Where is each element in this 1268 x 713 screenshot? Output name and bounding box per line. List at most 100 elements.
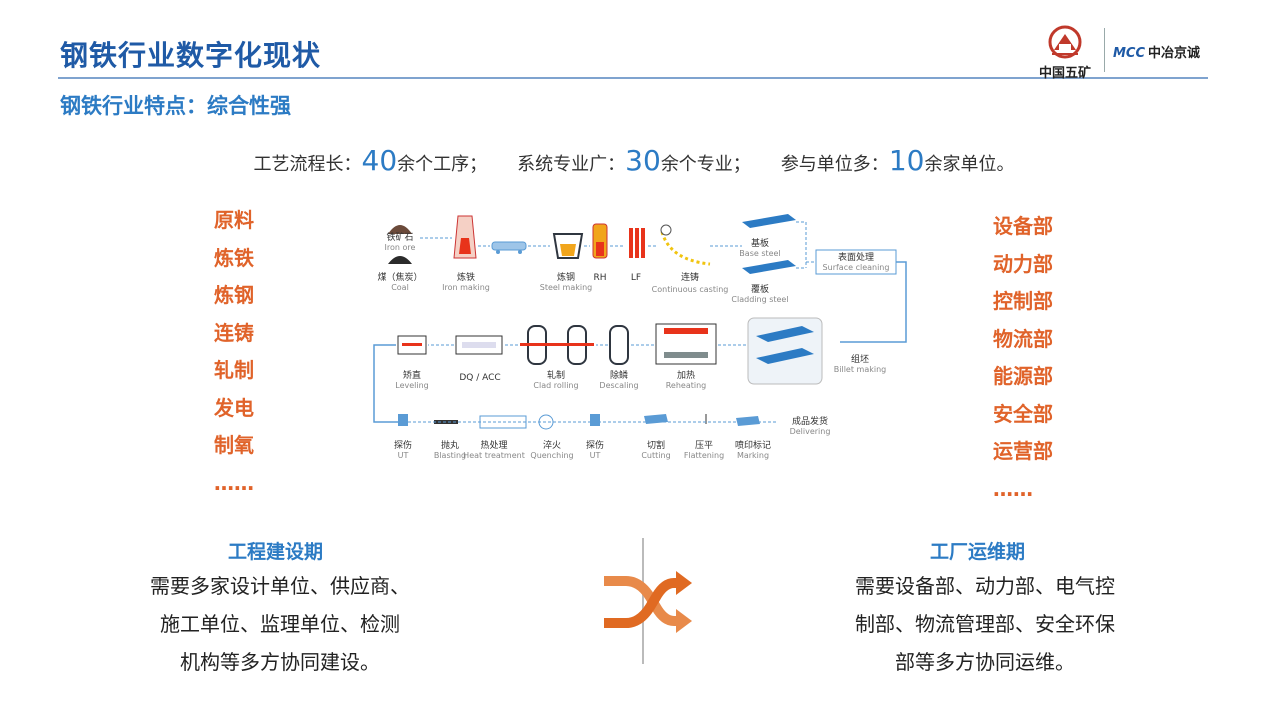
diagram-sublabel: Billet making xyxy=(834,365,886,374)
stat-label: 参与单位多： xyxy=(780,154,889,175)
list-item: 动力部 xyxy=(993,251,1053,276)
diagram-label: RH xyxy=(593,273,606,283)
stat-number: 30 xyxy=(625,144,661,177)
diagram-label: 轧制 xyxy=(547,369,565,381)
diagram-sublabel: Iron making xyxy=(442,283,490,292)
diagram-label: 加热 xyxy=(677,369,695,381)
diagram-label: 基板 xyxy=(751,237,769,249)
iron-ore-pile-icon xyxy=(388,225,412,234)
stat-label: 系统专业广： xyxy=(517,154,626,175)
diagram-label: 覆板 xyxy=(751,283,769,295)
diagram-label: 淬火 xyxy=(543,439,561,451)
text-line: 需要多家设计单位、供应商、 xyxy=(150,574,410,598)
diagram-sublabel: Delivering xyxy=(790,427,831,436)
diagram-sublabel: Heat treatment xyxy=(463,451,525,460)
title-underline xyxy=(58,77,1208,79)
diagram-label: 除鳞 xyxy=(610,369,628,381)
page-title: 钢铁行业数字化现状 xyxy=(60,39,322,72)
diagram-sublabel: Blasting xyxy=(434,451,466,460)
list-item: 运营部 xyxy=(993,439,1053,463)
minmetals-name: 中国五矿 xyxy=(1038,66,1091,81)
diagram-label: 成品发货 xyxy=(792,415,828,427)
diagram-sublabel: Flattening xyxy=(684,451,724,460)
diagram-sublabel: Continuous casting xyxy=(652,285,729,294)
list-item: 物流部 xyxy=(993,326,1053,351)
shuffle-arrows-icon xyxy=(604,571,692,633)
department-list: 设备部 动力部 控制部 物流部 能源部 安全部 运营部 …… xyxy=(993,208,1053,508)
stat-label: 工艺流程长： xyxy=(253,154,362,175)
diagram-label: 探伤 xyxy=(394,439,412,451)
list-item: …… xyxy=(214,470,254,495)
continuous-caster-icon xyxy=(660,224,711,266)
flow-arrows-row1 xyxy=(420,221,816,269)
stat-number: 40 xyxy=(361,144,398,177)
diagram-label: 喷印标记 xyxy=(735,439,771,451)
rolling-mill-icon xyxy=(520,325,594,365)
list-item: 能源部 xyxy=(993,364,1053,388)
diagram-sublabel: UT xyxy=(398,451,409,460)
leveler-icon xyxy=(397,335,427,355)
logo-divider xyxy=(1104,28,1105,72)
diagram-label: DQ / ACC xyxy=(459,373,500,383)
flow-connector-right xyxy=(840,261,907,343)
list-item: 发电 xyxy=(214,395,254,420)
diagram-label: 抛丸 xyxy=(441,439,459,451)
diagram-label: 探伤 xyxy=(586,439,604,451)
flow-connector-left xyxy=(373,344,398,423)
diagram-label: 炼铁 xyxy=(457,271,475,283)
diagram-sublabel: Surface cleaning xyxy=(823,263,890,272)
diagram-sublabel: Marking xyxy=(737,451,769,460)
diagram-label: 炼钢 xyxy=(557,271,575,283)
list-item: 轧制 xyxy=(214,358,254,382)
rh-vessel-icon xyxy=(592,223,608,259)
lf-furnace-icon xyxy=(629,228,645,258)
base-steel-plate-icon xyxy=(742,214,796,228)
minmetals-emblem-icon xyxy=(1048,25,1082,59)
mcc-mark: MCC xyxy=(1113,46,1146,61)
diagram-label: 煤（焦炭） xyxy=(377,271,422,283)
diagram-sublabel: Cladding steel xyxy=(731,295,788,304)
diagram-sublabel: Quenching xyxy=(530,451,573,460)
stat-number: 10 xyxy=(888,144,925,177)
process-stage-list: 原料 炼铁 炼钢 连铸 轧制 发电 制氧 …… xyxy=(214,202,254,502)
diagram-label: 铁矿石 xyxy=(386,231,413,243)
cladding-steel-plate-icon xyxy=(742,260,796,274)
list-item: 原料 xyxy=(214,208,254,232)
list-item: 安全部 xyxy=(993,401,1053,426)
construction-phase-text: 需要多家设计单位、供应商、 施工单位、监理单位、检测 机构等多方协同建设。 xyxy=(120,567,440,681)
steel-process-flow-diagram: 铁矿石 Iron ore 煤（焦炭） Coal 炼铁 Iron making 炼… xyxy=(373,214,907,460)
stats-line: 工艺流程长：40余个工序；系统专业广：30余个专业；参与单位多：10余家单位。 xyxy=(0,144,1268,177)
diagram-sublabel: Clad rolling xyxy=(533,381,578,390)
converter-icon xyxy=(552,233,584,259)
diagram-label: 连铸 xyxy=(681,271,699,283)
diagram-label: 切割 xyxy=(647,439,665,451)
diagram-sublabel: Iron ore xyxy=(385,243,416,252)
diagram-sublabel: Cutting xyxy=(641,451,670,460)
diagram-sublabel: UT xyxy=(590,451,601,460)
minmetals-logo: 中国五矿 xyxy=(1030,24,1100,81)
diagram-sublabel: Leveling xyxy=(395,381,429,390)
diagram-label: 组坯 xyxy=(851,353,869,365)
diagram-sublabel: Coal xyxy=(391,283,409,292)
list-item: 制氧 xyxy=(214,433,254,457)
stat-suffix: 余个工序； xyxy=(397,154,488,175)
diagram-sublabel: Base steel xyxy=(739,249,780,258)
descaler-icon xyxy=(609,325,629,365)
diagram-sublabel: Descaling xyxy=(599,381,638,390)
diagram-label: 矫直 xyxy=(403,369,421,381)
diagram-sublabel: Reheating xyxy=(666,381,707,390)
coal-pile-icon xyxy=(388,256,412,264)
diagram-label: LF xyxy=(631,273,641,283)
text-line: 制部、物流管理部、安全环保 xyxy=(855,612,1115,636)
diagram-label: 热处理 xyxy=(480,439,507,451)
hot-metal-car-icon xyxy=(491,241,527,254)
list-item: 炼钢 xyxy=(214,283,254,307)
text-line: 部等多方协同运维。 xyxy=(895,650,1075,674)
text-line: 机构等多方协同建设。 xyxy=(180,650,380,674)
billet-stack-icon xyxy=(756,326,814,364)
stat-suffix: 余家单位。 xyxy=(924,154,1015,175)
list-item: 炼铁 xyxy=(214,245,254,270)
billet-box xyxy=(747,317,823,385)
list-item: 设备部 xyxy=(993,214,1053,238)
